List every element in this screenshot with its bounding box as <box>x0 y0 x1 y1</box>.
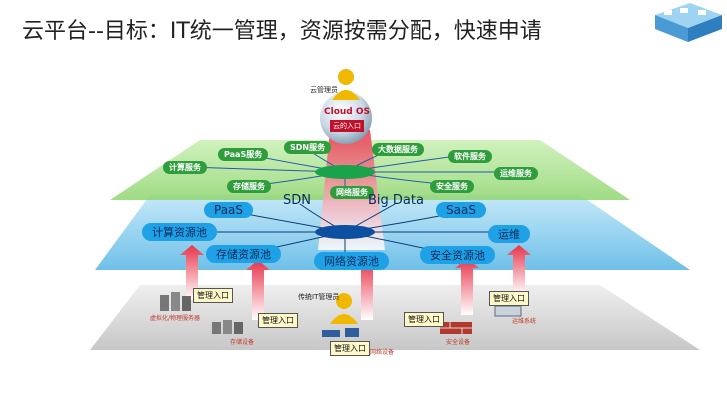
device-security-label: 安全设备 <box>446 339 471 346</box>
device-storage-label: 存储设备 <box>230 339 255 346</box>
pill-paas: PaaS <box>204 202 254 218</box>
pool-hub <box>315 225 375 239</box>
pool-storage: 存储资源池 <box>206 245 281 263</box>
tag-network-service: 网络服务 <box>330 186 374 199</box>
firewall-icon <box>440 322 472 334</box>
pool-compute: 计算资源池 <box>142 223 217 241</box>
cloud-entry-label: 云的入口 <box>330 120 364 132</box>
it-admin-icon <box>330 293 358 324</box>
provision-arrows <box>180 245 531 320</box>
tag-ops-service: 运维服务 <box>494 167 538 180</box>
tag-software-service: 软件服务 <box>448 150 492 163</box>
tag-security-service: 安全服务 <box>430 180 474 193</box>
label-bigdata: Big Data <box>368 193 424 208</box>
pool-security: 安全资源池 <box>420 246 495 264</box>
it-admin-label: 传统IT管理员 <box>298 293 340 301</box>
entry-storage: 管理入口 <box>258 313 298 328</box>
pill-saas: SaaS <box>436 202 486 218</box>
entry-network: 管理入口 <box>330 341 370 356</box>
device-ops-label: 运维系统 <box>512 318 537 325</box>
tag-compute-service: 计算服务 <box>163 161 207 174</box>
entry-server: 管理入口 <box>193 288 233 303</box>
tag-storage-service: 存储服务 <box>227 180 271 193</box>
pool-network: 网络资源池 <box>314 252 389 270</box>
entry-ops: 管理入口 <box>489 291 529 306</box>
cloud-os-label: Cloud OS <box>324 107 370 117</box>
device-network-label: 网络设备 <box>370 349 395 356</box>
page-title: 云平台--目标：IT统一管理，资源按需分配，快速申请 <box>22 19 542 44</box>
network-device-icon <box>322 328 359 337</box>
label-sdn: SDN <box>283 193 311 208</box>
corner-decoration-icon <box>655 3 722 42</box>
cloud-admin-icon <box>332 69 360 100</box>
tag-sdn-service: SDN服务 <box>284 141 332 154</box>
tag-bigdata-service: 大数据服务 <box>372 143 424 156</box>
service-hub <box>315 165 375 179</box>
entry-security: 管理入口 <box>404 312 444 327</box>
tag-paas-service: PaaS服务 <box>218 148 269 161</box>
server-icon <box>160 292 191 311</box>
cloud-admin-label: 云管理员 <box>310 86 338 94</box>
pool-ops: 运维 <box>488 225 530 243</box>
storage-icon <box>212 320 243 334</box>
device-server-label: 虚拟化/物理服务器 <box>150 315 201 322</box>
ops-system-icon <box>494 305 522 317</box>
